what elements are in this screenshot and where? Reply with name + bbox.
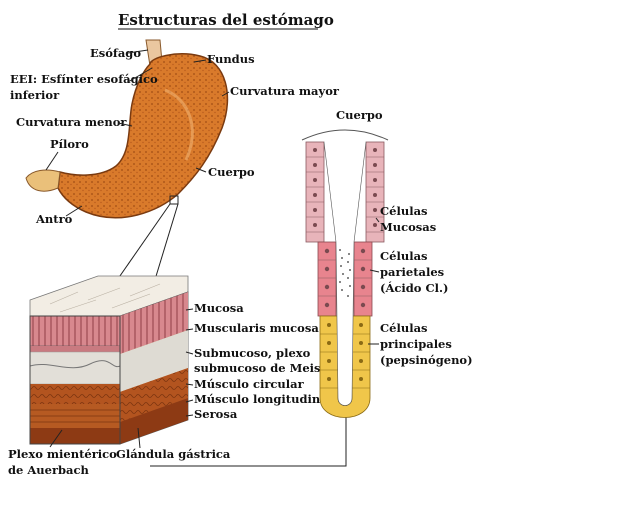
leader-esofago xyxy=(127,49,149,54)
label-mucosas-line1: Células xyxy=(380,204,428,218)
label-piloro: Píloro xyxy=(50,137,89,151)
secretion-dots xyxy=(339,249,351,297)
front-muscularis-mucosa xyxy=(30,346,120,352)
gland-lumen xyxy=(323,141,367,406)
leader-submucoso xyxy=(185,351,194,355)
label-submucoso-line2: submucoso de Meissner xyxy=(194,361,350,375)
label-mucosas-line2: Mucosas xyxy=(380,220,436,234)
pylorus-shape xyxy=(25,169,61,192)
leader-parietales xyxy=(369,269,380,273)
label-eei-line1: EEI: Esfínter esofágico xyxy=(10,72,158,86)
label-parietales-line1: Células xyxy=(380,249,428,263)
leader-mucosa xyxy=(185,308,194,311)
front-mucosa xyxy=(29,315,121,347)
gastric-gland xyxy=(301,129,389,418)
meissner-plexus-line xyxy=(29,360,121,369)
label-principales-line2: principales xyxy=(380,337,452,351)
cell-nuclei xyxy=(313,148,377,308)
stomach-body-shape xyxy=(57,53,229,219)
side-serosa xyxy=(120,398,188,444)
side-muscle xyxy=(120,368,188,422)
label-glandula: Glándula gástrica xyxy=(116,447,231,461)
label-longitudinal: Músculo longitudinal xyxy=(194,392,333,406)
label-plexo-line2: de Auerbach xyxy=(8,463,90,477)
leader-curvatura-menor xyxy=(117,122,133,127)
label-curvatura-menor: Curvatura menor xyxy=(16,115,127,129)
leader-mucosas xyxy=(375,217,380,223)
label-antro: Antro xyxy=(35,212,73,226)
label-principales-line3: (pepsinógeno) xyxy=(380,353,473,367)
zoom-marker xyxy=(169,195,179,205)
stomach-highlight xyxy=(164,88,194,161)
leader-eei xyxy=(127,67,153,83)
gland-connector xyxy=(150,414,347,467)
cell-separators xyxy=(306,156,384,297)
leader-glandula xyxy=(137,427,141,449)
leader-piloro xyxy=(45,151,59,171)
label-mucosa: Mucosa xyxy=(194,301,244,315)
leader-serosa xyxy=(185,414,194,417)
tissue-block xyxy=(29,275,189,445)
label-submucoso-line1: Submucoso, plexo xyxy=(194,346,311,360)
front-face-border xyxy=(29,315,121,445)
label-circular: Músculo circular xyxy=(194,377,305,391)
label-curvatura-mayor: Curvatura mayor xyxy=(230,84,340,98)
page-title: Estructuras del estómago xyxy=(118,11,334,29)
stomach-illustration xyxy=(25,39,229,219)
label-plexo-line1: Plexo mientérico xyxy=(8,447,117,461)
label-fundus: Fundus xyxy=(207,52,255,66)
label-parietales-line2: parietales xyxy=(380,265,444,279)
label-parietales-line3: (Ácido Cl.) xyxy=(380,281,448,295)
label-cuerpo-stomach: Cuerpo xyxy=(208,165,255,179)
label-eei-line2: inferior xyxy=(10,88,60,102)
leader-curvatura-mayor xyxy=(221,91,230,97)
label-cuerpo-gland: Cuerpo xyxy=(336,108,383,122)
label-principales-line1: Células xyxy=(380,321,428,335)
gland-top-rim xyxy=(301,129,389,141)
leader-circular xyxy=(185,383,194,386)
label-serosa: Serosa xyxy=(194,407,238,421)
leader-longitudinal xyxy=(185,399,194,403)
leader-plexo xyxy=(49,429,63,448)
side-submucosa xyxy=(120,330,188,392)
side-mucosa xyxy=(120,292,188,354)
front-serosa xyxy=(30,428,120,444)
label-muscularis: Muscularis mucosa xyxy=(194,321,319,335)
leader-muscularis xyxy=(185,328,194,331)
leader-fundus xyxy=(193,59,207,63)
leader-cuerpo-stomach xyxy=(195,167,207,173)
front-circular-muscle xyxy=(30,384,120,404)
leader-antro xyxy=(65,205,83,217)
label-esofago: Esófago xyxy=(90,46,141,60)
